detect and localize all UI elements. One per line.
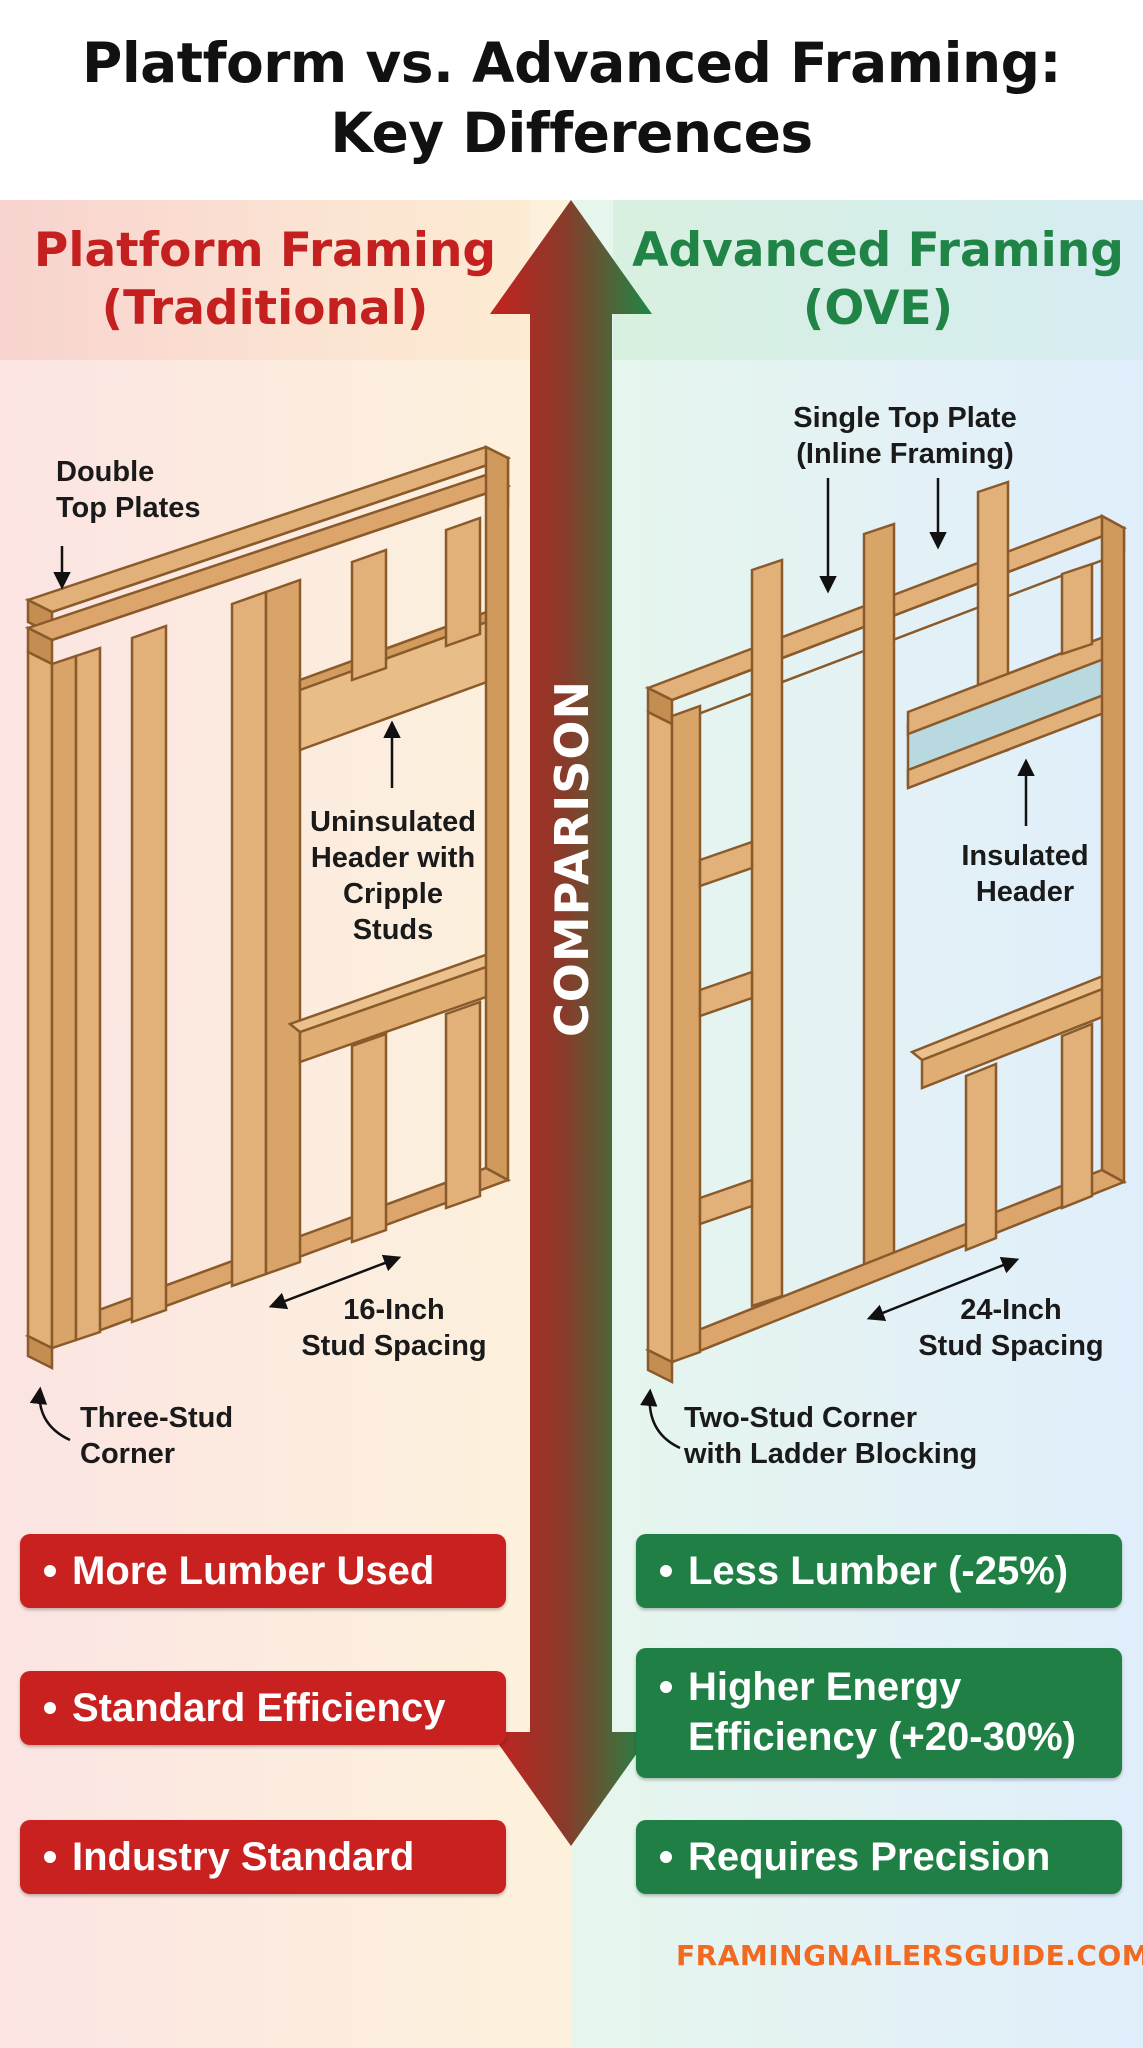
cripple-stud bbox=[444, 516, 482, 648]
bullet-icon bbox=[660, 1851, 672, 1863]
sill-cripple bbox=[444, 1000, 482, 1210]
advanced-point-precision: Requires Precision bbox=[636, 1820, 1122, 1894]
header: Platform vs. Advanced Framing: Key Diffe… bbox=[0, 0, 1143, 200]
stud bbox=[130, 624, 168, 1324]
callout-uninsulated-header: Uninsulated Header with Cripple Studs bbox=[310, 806, 476, 946]
header-cripple bbox=[1060, 562, 1094, 656]
sill-cripple bbox=[350, 1032, 388, 1244]
axis-arrow-up-icon bbox=[490, 200, 652, 1846]
bullet-icon bbox=[44, 1565, 56, 1577]
platform-point-lumber: More Lumber Used bbox=[20, 1534, 506, 1608]
sill-cripple bbox=[964, 1062, 998, 1252]
platform-heading: Platform Framing (Traditional) bbox=[0, 200, 530, 360]
advanced-heading-line-2: (OVE) bbox=[802, 281, 954, 336]
comparison-axis bbox=[490, 200, 652, 1846]
ladder-block bbox=[698, 1178, 754, 1226]
platform-heading-line-1: Platform Framing bbox=[33, 223, 497, 278]
callout-24-inch-spacing: 24-Inch Stud Spacing bbox=[918, 1294, 1104, 1362]
bullet-icon bbox=[44, 1702, 56, 1714]
bullet-icon bbox=[44, 1851, 56, 1863]
corner-stud-1 bbox=[646, 709, 674, 1365]
callout-16-inch-spacing: 16-Inch Stud Spacing bbox=[301, 1294, 487, 1362]
site-watermark: FRAMINGNAILERSGUIDE.COM bbox=[676, 1939, 1143, 1972]
platform-heading-line-2: (Traditional) bbox=[101, 281, 429, 336]
corner-stud-2 bbox=[670, 704, 702, 1364]
callout-arrows bbox=[29, 478, 1035, 1450]
callout-insulated-header: Insulated Header bbox=[961, 840, 1089, 908]
callout-three-stud-corner: Three-Stud Corner bbox=[80, 1402, 234, 1470]
advanced-point-energy: Higher Energy Efficiency (+20-30%) bbox=[636, 1648, 1122, 1778]
sill-cripple bbox=[1060, 1022, 1094, 1210]
platform-wall-drawing bbox=[24, 444, 512, 1371]
inline-stud bbox=[750, 558, 784, 1308]
callout-double-top-plates: Double Top Plates bbox=[56, 456, 201, 524]
bullet-icon bbox=[660, 1681, 672, 1693]
inline-stud bbox=[862, 522, 896, 1274]
advanced-wall-drawing bbox=[644, 480, 1127, 1385]
comparison-label: COMPARISON bbox=[545, 680, 599, 1037]
callout-two-stud-corner: Two-Stud Corner with Ladder Blocking bbox=[684, 1402, 978, 1470]
title-line-2: Key Differences bbox=[330, 101, 813, 165]
ladder-block bbox=[698, 840, 754, 888]
ladder-block bbox=[698, 970, 754, 1018]
advanced-heading-line-1: Advanced Framing bbox=[632, 223, 1124, 278]
advanced-heading: Advanced Framing (OVE) bbox=[613, 200, 1143, 360]
corner-stud-3 bbox=[74, 646, 102, 1342]
stud bbox=[230, 590, 268, 1288]
title-line-1: Platform vs. Advanced Framing: bbox=[82, 31, 1061, 95]
advanced-point-lumber: Less Lumber (-25%) bbox=[636, 1534, 1122, 1608]
cripple-stud bbox=[350, 548, 388, 682]
platform-point-efficiency: Standard Efficiency bbox=[20, 1671, 506, 1745]
bullet-icon bbox=[660, 1565, 672, 1577]
callout-single-top-plate: Single Top Plate (Inline Framing) bbox=[793, 402, 1017, 470]
platform-point-standard: Industry Standard bbox=[20, 1820, 506, 1894]
page-title: Platform vs. Advanced Framing: Key Diffe… bbox=[0, 0, 1143, 168]
corner-stud-2 bbox=[50, 654, 78, 1350]
corner-stud-1 bbox=[26, 649, 54, 1351]
